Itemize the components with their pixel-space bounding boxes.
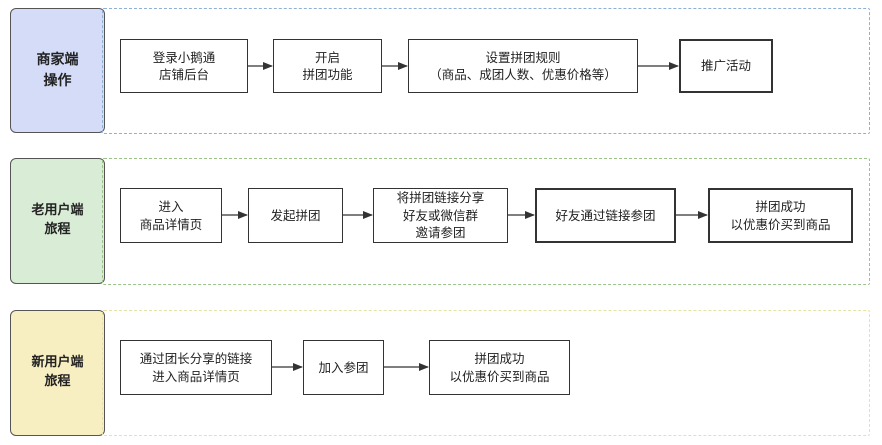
old-user-step-friend-joins: 好友通过链接参团	[535, 188, 676, 243]
old-user-step-share-link: 将拼团链接分享 好友或微信群 邀请参团	[373, 188, 508, 243]
old-user-lane-container	[102, 158, 870, 285]
old-user-step-start-group: 发起拼团	[248, 188, 343, 243]
merchant-lane-container	[102, 8, 870, 134]
merchant-step-promote: 推广活动	[679, 39, 773, 93]
merchant-lane-label: 商家端 操作	[10, 8, 105, 133]
old-user-step-group-success: 拼团成功 以优惠价买到商品	[708, 188, 853, 243]
new-user-step-join-group: 加入参团	[303, 340, 384, 395]
merchant-step-login-backend: 登录小鹅通 店铺后台	[120, 39, 248, 93]
merchant-step-set-group-rules: 设置拼团规则 （商品、成团人数、优惠价格等）	[408, 39, 638, 93]
merchant-step-enable-group-buy: 开启 拼团功能	[273, 39, 382, 93]
new-user-lane-label: 新用户端 旅程	[10, 310, 105, 436]
new-user-step-enter-via-link: 通过团长分享的链接 进入商品详情页	[120, 340, 272, 395]
old-user-lane-label: 老用户端 旅程	[10, 158, 105, 284]
new-user-step-group-success: 拼团成功 以优惠价买到商品	[429, 340, 570, 395]
old-user-step-enter-product-page: 进入 商品详情页	[120, 188, 222, 243]
new-user-lane-container	[102, 310, 870, 436]
